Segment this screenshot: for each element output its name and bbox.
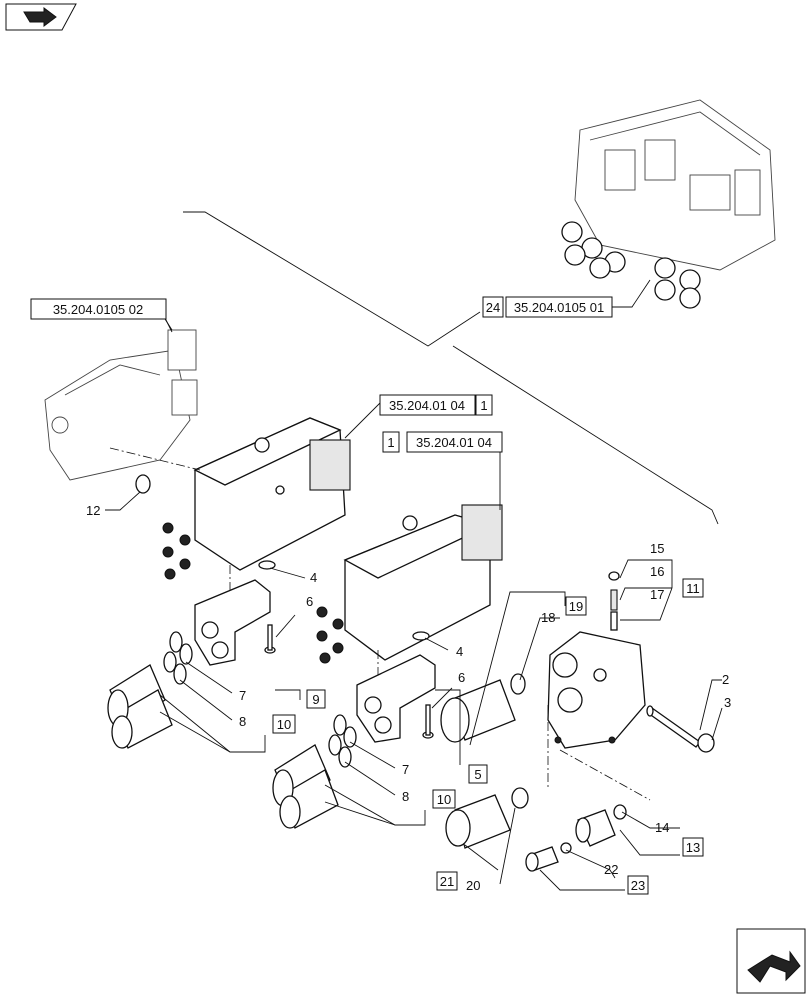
- callout-11: 11: [682, 578, 704, 598]
- svg-text:10: 10: [277, 717, 291, 732]
- ref-section-b[interactable]: 1 35.204.01 04: [382, 431, 503, 453]
- callout-10-right: 10: [432, 789, 456, 809]
- couplers-left: [107, 631, 193, 749]
- fitting-13: [575, 804, 627, 847]
- spool-plugs-left: [162, 522, 191, 580]
- callout-20: 20: [466, 878, 480, 893]
- ref-upper-left[interactable]: 35.204.0105 02: [30, 298, 167, 320]
- callout-13: 13: [682, 837, 704, 857]
- filter-cartridge-19: [440, 673, 526, 743]
- end-cover-11: [547, 631, 646, 749]
- callout-8-left: 8: [239, 714, 246, 729]
- svg-text:35.204.01 04: 35.204.01 04: [416, 435, 492, 450]
- svg-text:35.204.01 04: 35.204.01 04: [389, 398, 465, 413]
- assembly-spool-caps: [561, 221, 701, 309]
- back-arrow-icon[interactable]: [5, 3, 77, 31]
- svg-text:1: 1: [387, 435, 394, 450]
- callout-3: 3: [724, 695, 731, 710]
- callout-6-right: 6: [458, 670, 465, 685]
- callout-19: 19: [565, 596, 587, 616]
- callout-7-right: 7: [402, 762, 409, 777]
- callout-5: 5: [468, 764, 488, 784]
- couplers-right: [272, 714, 357, 829]
- next-page-arrow-icon[interactable]: [736, 928, 806, 994]
- svg-text:5: 5: [474, 767, 481, 782]
- svg-text:13: 13: [686, 840, 700, 855]
- callout-9: 9: [306, 689, 326, 709]
- svg-text:35.204.0105 01: 35.204.0105 01: [514, 300, 604, 315]
- svg-text:11: 11: [686, 581, 700, 596]
- svg-text:23: 23: [631, 878, 645, 893]
- fitting-23: [525, 842, 572, 872]
- callout-4-right: 4: [456, 644, 463, 659]
- svg-text:1: 1: [480, 398, 487, 413]
- svg-text:21: 21: [440, 874, 454, 889]
- callout-17: 17: [650, 587, 664, 602]
- o-ring-4-left: [258, 560, 276, 570]
- complete-valve-assembly: [561, 99, 776, 309]
- callout-12: 12: [86, 503, 100, 518]
- svg-text:35.204.0105 02: 35.204.0105 02: [53, 302, 143, 317]
- callout-10-left: 10: [272, 714, 296, 734]
- callout-22: 22: [604, 862, 618, 877]
- ref-upper-right[interactable]: 24 35.204.0105 01: [482, 296, 613, 318]
- valve-section-right: [343, 446, 503, 661]
- callout-15: 15: [650, 541, 664, 556]
- screw-6-left: [264, 624, 276, 654]
- valve-section-left: [193, 402, 381, 571]
- callout-8-right: 8: [402, 789, 409, 804]
- callout-4-left: 4: [310, 570, 317, 585]
- callout-7-left: 7: [239, 688, 246, 703]
- screw-6-right: [422, 704, 434, 739]
- adapter-block-5: [356, 654, 436, 743]
- callout-16: 16: [650, 564, 664, 579]
- o-ring-12: [135, 474, 151, 494]
- callout-23: 23: [627, 875, 649, 895]
- previous-section-ghost: [44, 317, 198, 481]
- svg-text:10: 10: [437, 792, 451, 807]
- callout-18: 18: [541, 610, 555, 625]
- spool-plugs-right: [316, 606, 344, 664]
- svg-text:19: 19: [569, 599, 583, 614]
- svg-text:24: 24: [486, 300, 500, 315]
- callout-2: 2: [722, 672, 729, 687]
- callout-21: 21: [436, 871, 458, 891]
- bolt-2: [646, 705, 701, 748]
- plug-21: [445, 787, 529, 849]
- callout-14: 14: [655, 820, 669, 835]
- callout-6-left: 6: [306, 594, 313, 609]
- adapter-block-9: [194, 579, 271, 666]
- nut-3: [697, 733, 715, 753]
- svg-text:9: 9: [312, 692, 319, 707]
- relief-valve-15-17: [608, 571, 620, 631]
- ref-section-a[interactable]: 35.204.01 04 1: [379, 394, 493, 416]
